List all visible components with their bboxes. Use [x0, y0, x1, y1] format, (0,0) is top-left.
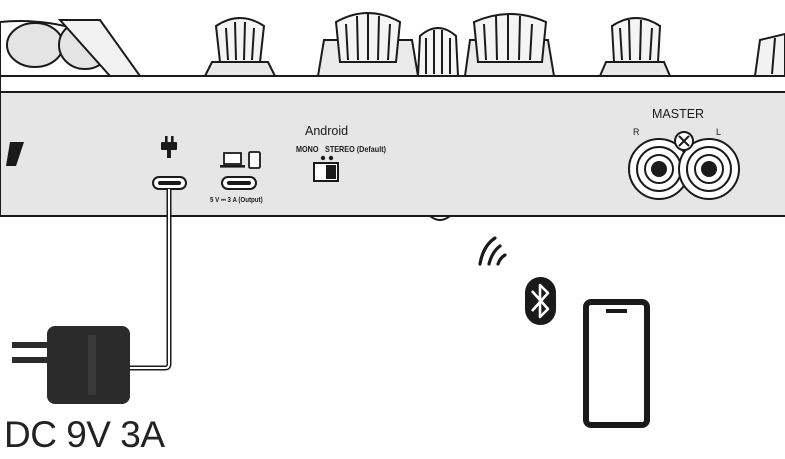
ac-adapter-icon: [12, 326, 130, 404]
channel-r-label: R: [633, 127, 640, 137]
power-supply-label: DC 9V 3A: [4, 414, 165, 455]
controller-top-edge: [0, 19, 142, 77]
knob: [416, 27, 460, 77]
usb-c-power-port: [152, 176, 187, 190]
stereo-default-label: STEREO (Default): [325, 144, 387, 154]
channel-l-label: L: [716, 127, 722, 137]
output-spec-label: 5 V ⎓ 3 A (Output): [210, 195, 263, 204]
knob: [463, 13, 556, 77]
knob: [316, 12, 420, 77]
power-plug-icon: [161, 136, 177, 158]
mono-label: MONO: [296, 144, 319, 154]
laptop-tablet-icon: [220, 151, 261, 169]
wireless-signal-icon: [478, 236, 507, 266]
android-mode-switch: [313, 155, 339, 182]
knob: [203, 17, 277, 77]
knob-partial: [753, 32, 785, 77]
master-rca-outputs: [628, 131, 740, 200]
bluetooth-icon: [525, 277, 556, 325]
knob: [598, 17, 672, 77]
smartphone-icon: [583, 299, 650, 428]
usb-c-output-port: [221, 176, 257, 190]
master-label: MASTER: [652, 107, 705, 121]
android-label: Android: [305, 124, 349, 138]
power-cable: [128, 189, 172, 371]
